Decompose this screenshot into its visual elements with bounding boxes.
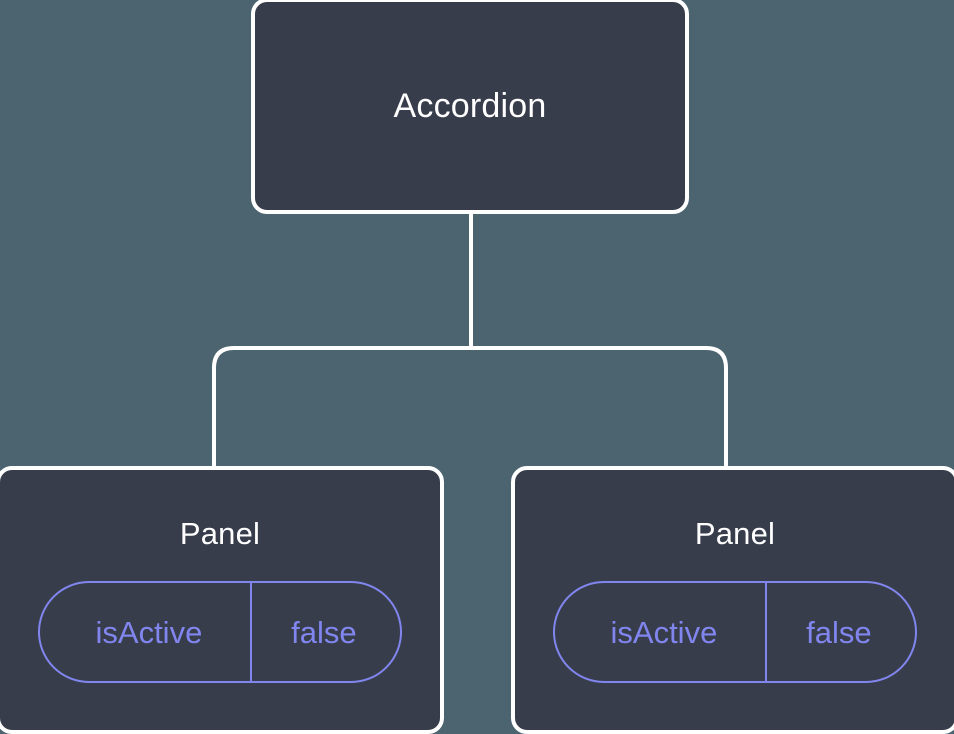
node-accordion-label: Accordion	[393, 87, 547, 125]
node-accordion[interactable]: Accordion	[251, 0, 689, 214]
node-panel-left[interactable]: Panel isActive false	[0, 466, 444, 734]
node-panel-right-label: Panel	[694, 516, 776, 551]
prop-key-isactive-left: isActive	[95, 614, 203, 650]
prop-pill-right[interactable]: isActive false	[553, 581, 917, 683]
connector-branch-right	[471, 346, 728, 470]
connector-branch-left	[212, 346, 471, 470]
node-panel-right[interactable]: Panel isActive false	[511, 466, 954, 734]
prop-value-isactive-right: false	[764, 583, 915, 681]
prop-pill-left[interactable]: isActive false	[38, 581, 402, 683]
prop-value-isactive-left: false	[249, 583, 400, 681]
prop-key-isactive-right: isActive	[610, 614, 718, 650]
node-panel-left-label: Panel	[179, 516, 261, 551]
